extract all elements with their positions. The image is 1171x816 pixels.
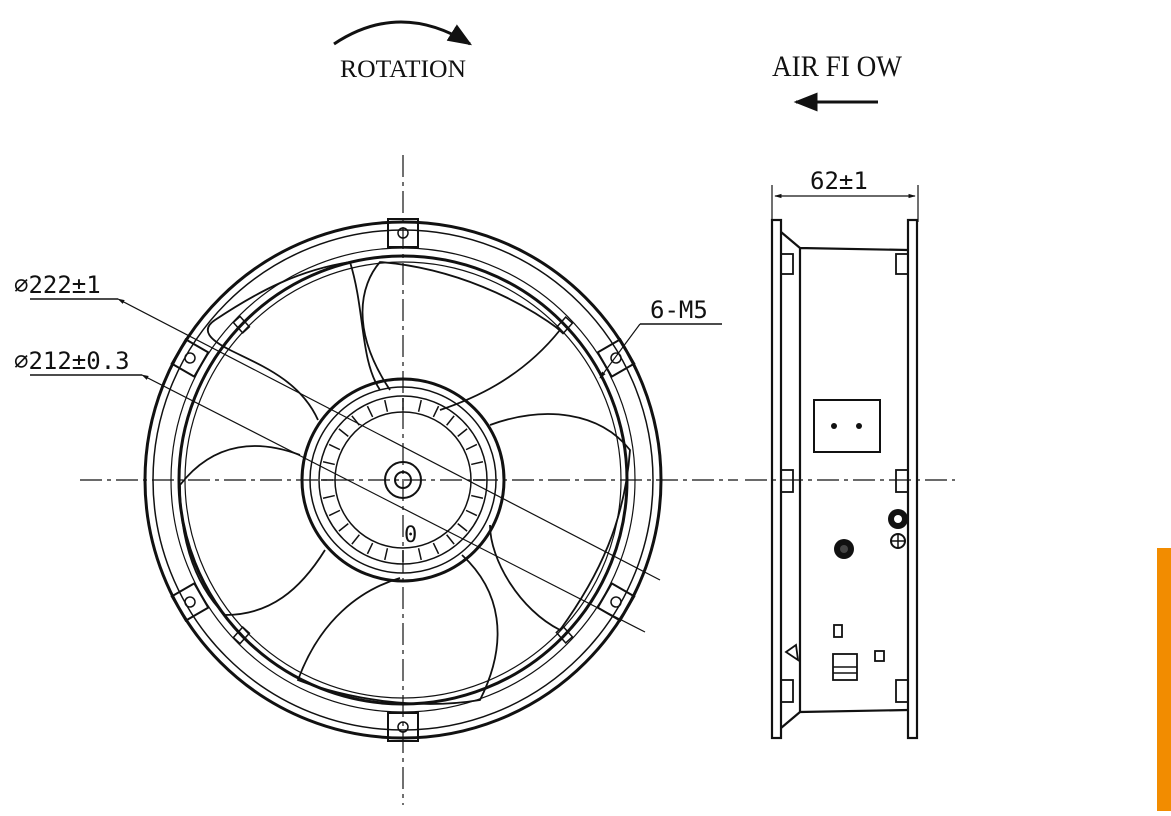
fan-hub: 0: [300, 377, 506, 583]
blade-4: [179, 445, 326, 616]
hub-slot: [432, 405, 440, 418]
hub-slot: [328, 443, 341, 451]
side-body: [780, 231, 909, 729]
hub-slot: [471, 461, 484, 466]
hub-slot: [366, 405, 374, 418]
label-plate-small: [833, 624, 843, 638]
fan-side-view: 62±1: [745, 167, 955, 740]
hub-slot: [322, 461, 335, 466]
hub-slot: [417, 548, 422, 561]
inner-diameter-label: ⌀212±0.3: [14, 347, 130, 375]
housing-outer-ring: [143, 220, 663, 740]
mount-holes-callout: 6-M5: [599, 296, 722, 379]
hub-slot: [446, 415, 455, 426]
outer-diameter-label: ⌀222±1: [14, 271, 101, 299]
depth-dimension: 62±1: [771, 167, 919, 222]
hub-slot: [366, 542, 374, 555]
blade-5: [206, 260, 381, 421]
hub-slot: [338, 523, 349, 532]
airflow-indicator: AIR FI OW: [772, 50, 903, 112]
blade-1: [361, 261, 562, 411]
hub-slot: [351, 534, 360, 545]
mounting-tab-bottom: [387, 712, 419, 742]
blade-2: [489, 413, 631, 632]
hub-slot: [457, 428, 468, 437]
hub-mark: 0: [404, 523, 417, 548]
fan-blades: [179, 260, 631, 705]
indicator-square: [874, 650, 885, 662]
hub-slot: [338, 428, 349, 437]
mounting-tab-upper-left: [170, 338, 210, 378]
rotation-label: ROTATION: [340, 56, 466, 83]
terminal-block: [813, 399, 881, 453]
rotation-arrow-icon: [333, 20, 473, 46]
hub-center-inner: [394, 471, 412, 489]
hub-slot: [322, 494, 335, 499]
mounting-tab-upper-right: [596, 338, 636, 378]
hub-slot: [465, 509, 478, 517]
depth-label: 62±1: [810, 167, 868, 195]
hub-slot: [457, 523, 468, 532]
hub-cooling-slots: [321, 398, 485, 562]
side-flange-right: [906, 218, 919, 740]
blade-3: [296, 554, 499, 705]
hub-slot: [471, 494, 484, 499]
side-flange-left: [770, 218, 783, 740]
hub-center-outer: [384, 461, 422, 499]
housing-ring-2: [152, 229, 654, 731]
edge-accent-tab: [1157, 548, 1171, 811]
hub-slot: [446, 534, 455, 545]
hub-slot: [432, 542, 440, 555]
hub-slot: [328, 509, 341, 517]
mount-holes-label: 6-M5: [650, 296, 708, 324]
mounting-tab-lower-left: [170, 582, 210, 622]
side-components: [832, 509, 908, 681]
airflow-label: AIR FI OW: [772, 50, 903, 83]
mounting-tab-top: [387, 218, 419, 248]
hub-slot: [465, 443, 478, 451]
hub-slot: [384, 548, 389, 561]
side-flange-clips: [780, 253, 909, 703]
fan-front-view: 0 ⌀222±1 ⌀212±0.3 6-M5: [14, 155, 738, 805]
inner-diameter-callout: ⌀212±0.3: [14, 347, 646, 633]
hub-slot: [384, 399, 389, 412]
outer-diameter-callout: ⌀222±1: [14, 271, 661, 581]
hub-slot: [417, 399, 422, 412]
rotation-indicator: ROTATION: [333, 20, 473, 83]
